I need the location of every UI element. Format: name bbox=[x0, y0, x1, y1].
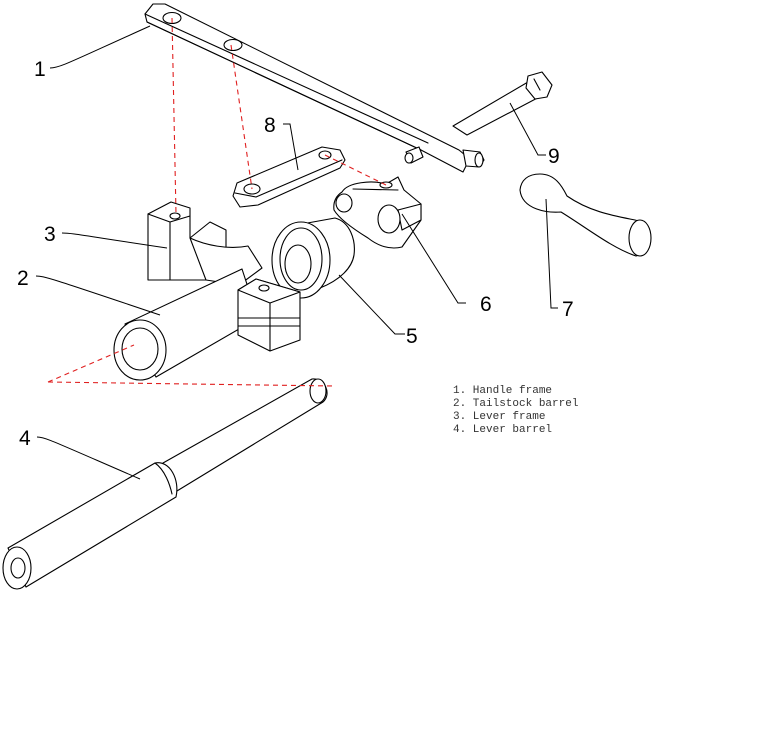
legend-item-handle-frame: 1. Handle frame bbox=[453, 385, 553, 397]
callout-5: 5 bbox=[406, 325, 418, 348]
callout-labels: 1 2 3 4 5 6 7 8 9 bbox=[17, 58, 574, 450]
callout-1: 1 bbox=[34, 58, 46, 81]
part-5-bush-sleeve bbox=[271, 217, 355, 299]
parts-legend: 1. Handle frame 2. Tailstock barrel 3. L… bbox=[453, 385, 578, 437]
callout-7: 7 bbox=[562, 298, 574, 321]
part-3-lever-frame bbox=[147, 201, 263, 286]
callout-8: 8 bbox=[264, 114, 276, 137]
legend-item-lever-barrel: 4. Lever barrel bbox=[453, 424, 553, 436]
legend-item-lever-frame: 3. Lever frame bbox=[453, 411, 546, 423]
callout-9: 9 bbox=[548, 145, 560, 168]
callout-3: 3 bbox=[44, 223, 56, 246]
part-8-link-plate bbox=[232, 146, 346, 208]
callout-2: 2 bbox=[17, 267, 29, 290]
part-7-knob-handle bbox=[519, 173, 652, 257]
assembly-guide-lines bbox=[47, 17, 387, 387]
legend-item-tailstock-barrel: 2. Tailstock barrel bbox=[453, 398, 579, 410]
part-4-lever-barrel bbox=[2, 378, 328, 590]
leader-lines bbox=[35, 25, 558, 480]
part-1-handle-frame bbox=[144, 3, 485, 173]
part-9-screw-rod bbox=[452, 71, 553, 136]
callout-6: 6 bbox=[480, 293, 492, 316]
callout-4: 4 bbox=[19, 427, 31, 450]
part-2-tailstock-barrel bbox=[113, 268, 301, 381]
